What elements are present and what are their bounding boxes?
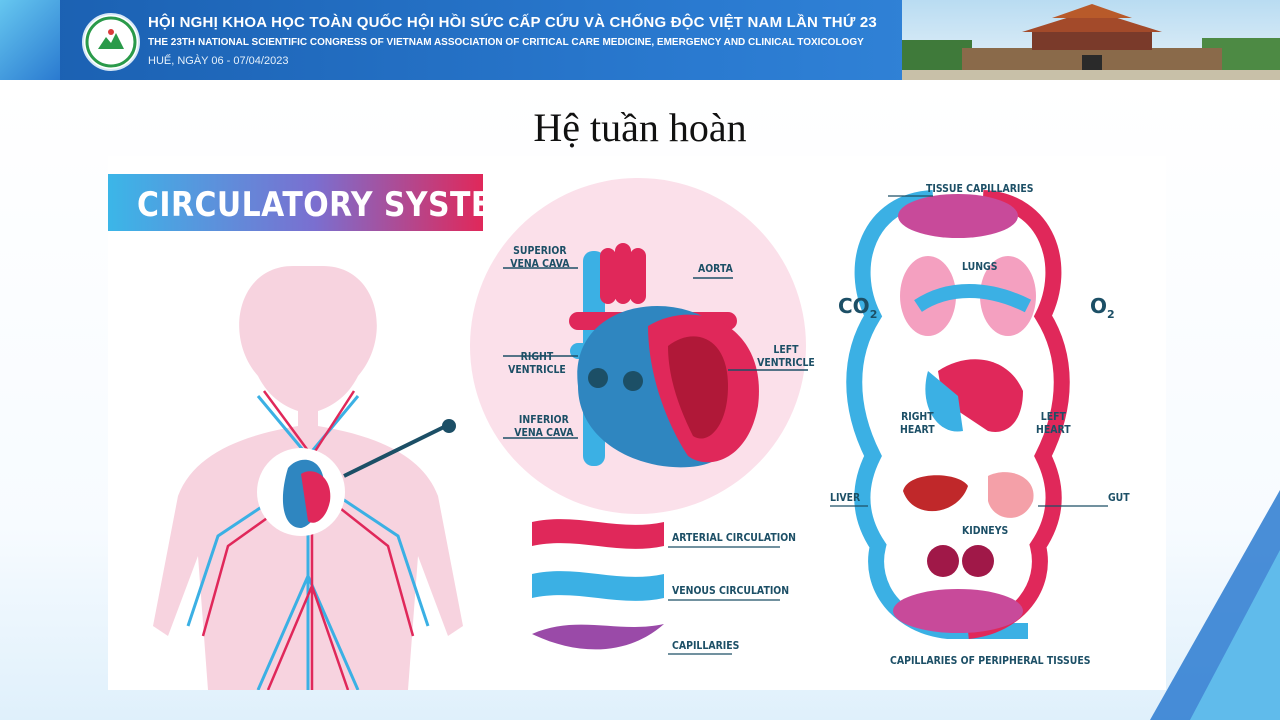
citadel-photo xyxy=(902,0,1280,80)
label-peripheral-capillaries: CAPILLARIES OF PERIPHERAL TISSUES xyxy=(890,654,1091,667)
conference-header: HỘI NGHỊ KHOA HỌC TOÀN QUỐC HỘI HỒI SỨC … xyxy=(0,0,1280,80)
conference-subtitle: THE 23TH NATIONAL SCIENTIFIC CONGRESS OF… xyxy=(148,37,864,48)
conference-date: HUẾ, NGÀY 06 - 07/04/2023 xyxy=(148,55,289,67)
label-tissue-capillaries: TISSUE CAPILLARIES xyxy=(926,182,1034,195)
corner-decoration xyxy=(1150,490,1280,720)
circulatory-diagram xyxy=(153,178,1108,690)
conference-title: HỘI NGHỊ KHOA HỌC TOÀN QUỐC HỘI HỒI SỨC … xyxy=(148,14,877,31)
body-figure xyxy=(153,266,463,690)
label-aorta: AORTA xyxy=(698,262,733,275)
label-left-ventricle: LEFT VENTRICLE xyxy=(757,343,815,369)
circulatory-banner xyxy=(108,174,483,231)
legend-arterial: ARTERIAL CIRCULATION xyxy=(672,531,797,544)
label-right-ventricle: RIGHT VENTRICLE xyxy=(508,350,566,376)
label-lungs: LUNGS xyxy=(962,260,998,273)
circulatory-banner-text: CIRCULATORY SYSTEM xyxy=(137,185,522,225)
label-superior-vena-cava: SUPERIOR VENA CAVA xyxy=(510,244,570,270)
label-gut: GUT xyxy=(1108,491,1130,504)
legend-capillaries: CAPILLARIES xyxy=(672,639,740,652)
slide-title: Hệ tuần hoàn xyxy=(533,105,747,150)
association-logo-icon xyxy=(82,13,140,71)
label-right-heart: RIGHT HEART xyxy=(900,410,935,436)
label-liver: LIVER xyxy=(830,491,861,504)
heart-detail xyxy=(470,178,808,514)
logo-graphic xyxy=(85,16,137,68)
circulation-loop xyxy=(830,190,1108,639)
label-left-heart: LEFT HEART xyxy=(1036,410,1071,436)
label-kidneys: KIDNEYS xyxy=(962,524,1009,537)
legend-graphics xyxy=(532,519,780,655)
label-co2: CO2 xyxy=(838,294,878,321)
legend-venous: VENOUS CIRCULATION xyxy=(672,584,790,597)
label-o2: O2 xyxy=(1090,294,1115,321)
label-inferior-vena-cava: INFERIOR VENA CAVA xyxy=(514,413,574,439)
header-stripe xyxy=(0,0,60,80)
